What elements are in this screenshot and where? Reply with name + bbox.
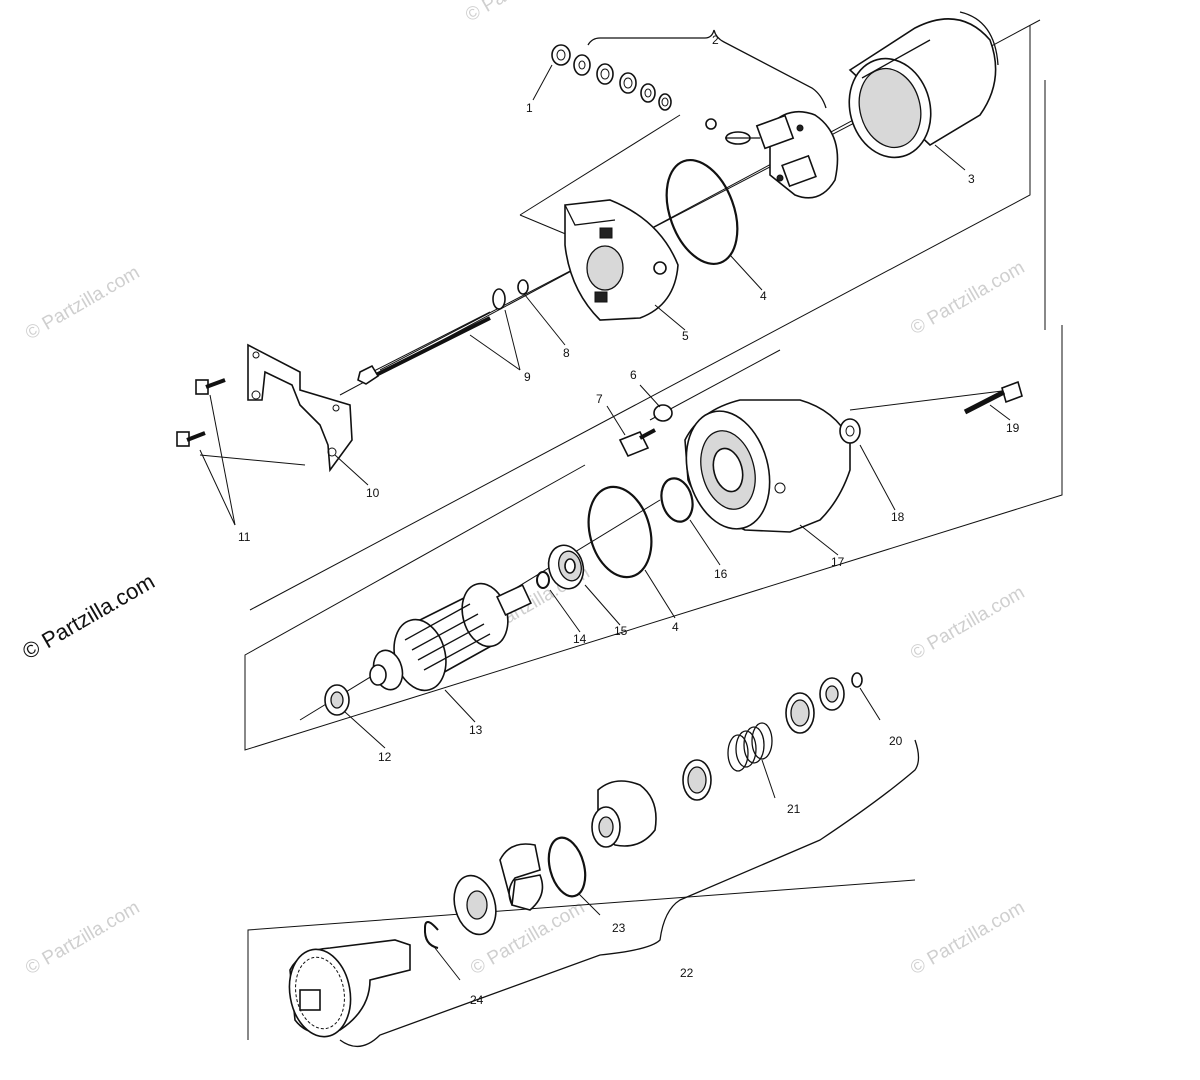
front-housing-part-17 bbox=[684, 399, 851, 533]
brace-group-22 bbox=[339, 739, 920, 1047]
callout-4-lower: 4 bbox=[672, 620, 679, 634]
bracket-line bbox=[199, 454, 306, 466]
watermark-main: © Partzilla.com bbox=[18, 569, 159, 665]
clutch-shoes bbox=[499, 843, 544, 911]
callout-14: 14 bbox=[573, 632, 587, 646]
callout-12: 12 bbox=[378, 750, 392, 764]
ring-part-23 bbox=[547, 836, 587, 898]
callout-1: 1 bbox=[526, 101, 533, 115]
callout-8: 8 bbox=[563, 346, 570, 360]
callout-7: 7 bbox=[596, 392, 603, 406]
bearing-part-15 bbox=[547, 544, 585, 590]
watermark-faint: © Partzilla.com bbox=[907, 257, 1028, 339]
snap-ring-part-14 bbox=[536, 571, 550, 589]
assembly-outlines bbox=[199, 19, 1063, 1040]
washer-2a bbox=[573, 54, 591, 76]
axis-line-19 bbox=[849, 389, 1011, 411]
brace-group-2 bbox=[587, 29, 827, 109]
parts-1-2-washers bbox=[551, 44, 672, 111]
outline-lower bbox=[247, 879, 916, 1040]
callout-4: 4 bbox=[760, 289, 767, 303]
pinion-shaft-gear bbox=[288, 939, 411, 1038]
armature-part-13 bbox=[369, 582, 532, 692]
callout-21: 21 bbox=[787, 802, 801, 816]
callout-6: 6 bbox=[630, 368, 637, 382]
callout-5: 5 bbox=[682, 329, 689, 343]
parts-group-20 bbox=[785, 672, 863, 734]
watermark-faint: © Partzilla.com bbox=[22, 262, 143, 344]
spring-part-21 bbox=[682, 722, 773, 801]
axis-line-17 bbox=[649, 349, 781, 421]
o-ring-part-16 bbox=[660, 477, 694, 523]
leader-lines bbox=[199, 64, 1011, 981]
bracket-part-10 bbox=[247, 343, 353, 473]
snap-ring-part-24 bbox=[423, 921, 439, 949]
callout-20: 20 bbox=[889, 734, 903, 748]
washer-2e bbox=[658, 93, 672, 111]
washer-2c bbox=[619, 72, 637, 94]
o-ring-part-8 bbox=[517, 279, 529, 295]
callout-23: 23 bbox=[612, 921, 626, 935]
watermark-faint: © Partzilla.com bbox=[907, 897, 1028, 979]
outline-middle bbox=[244, 325, 1063, 751]
brush-holder-plate bbox=[705, 110, 839, 199]
callout-9: 9 bbox=[524, 370, 531, 384]
through-bolt-part-9 bbox=[357, 288, 506, 385]
callout-3: 3 bbox=[968, 172, 975, 186]
callout-11: 11 bbox=[238, 530, 251, 544]
bushing-part-12 bbox=[324, 684, 350, 716]
yoke-housing-part-3 bbox=[848, 11, 999, 159]
watermark-faint: © Partzilla.com bbox=[22, 897, 143, 979]
outline-cap-left bbox=[519, 114, 681, 216]
end-cap-part-5 bbox=[564, 199, 679, 321]
nut-part-1 bbox=[551, 44, 571, 66]
callout-18: 18 bbox=[891, 510, 905, 524]
o-ring-part-4-upper bbox=[665, 158, 739, 266]
washer-2b bbox=[596, 63, 614, 85]
watermark-faint: © Partzilla.com bbox=[907, 582, 1028, 664]
washer-plate bbox=[453, 874, 497, 936]
callout-2: 2 bbox=[712, 33, 719, 47]
clutch-gear bbox=[591, 780, 657, 848]
callout-16: 16 bbox=[714, 567, 728, 581]
washer-2d bbox=[640, 83, 656, 103]
callout-24: 24 bbox=[470, 993, 484, 1007]
callout-10: 10 bbox=[366, 486, 380, 500]
callout-22: 22 bbox=[680, 966, 694, 980]
watermark-faint: © Partzilla.com bbox=[462, 0, 583, 26]
callout-13: 13 bbox=[469, 723, 483, 737]
bolts-part-11 bbox=[176, 378, 226, 447]
o-ring-part-4-lower bbox=[587, 485, 653, 579]
callout-15: 15 bbox=[614, 624, 628, 638]
washer-part-6 bbox=[653, 404, 673, 422]
bolt-part-19 bbox=[963, 380, 1023, 415]
outline-upper bbox=[249, 25, 1031, 611]
terminal-bolt-part-7 bbox=[618, 428, 656, 458]
callout-19: 19 bbox=[1006, 421, 1020, 435]
callout-labels: 1 2 3 4 5 8 9 10 11 7 6 19 18 17 16 4 15… bbox=[238, 33, 1020, 1007]
washer-part-18 bbox=[839, 418, 861, 444]
callout-17: 17 bbox=[831, 555, 845, 569]
